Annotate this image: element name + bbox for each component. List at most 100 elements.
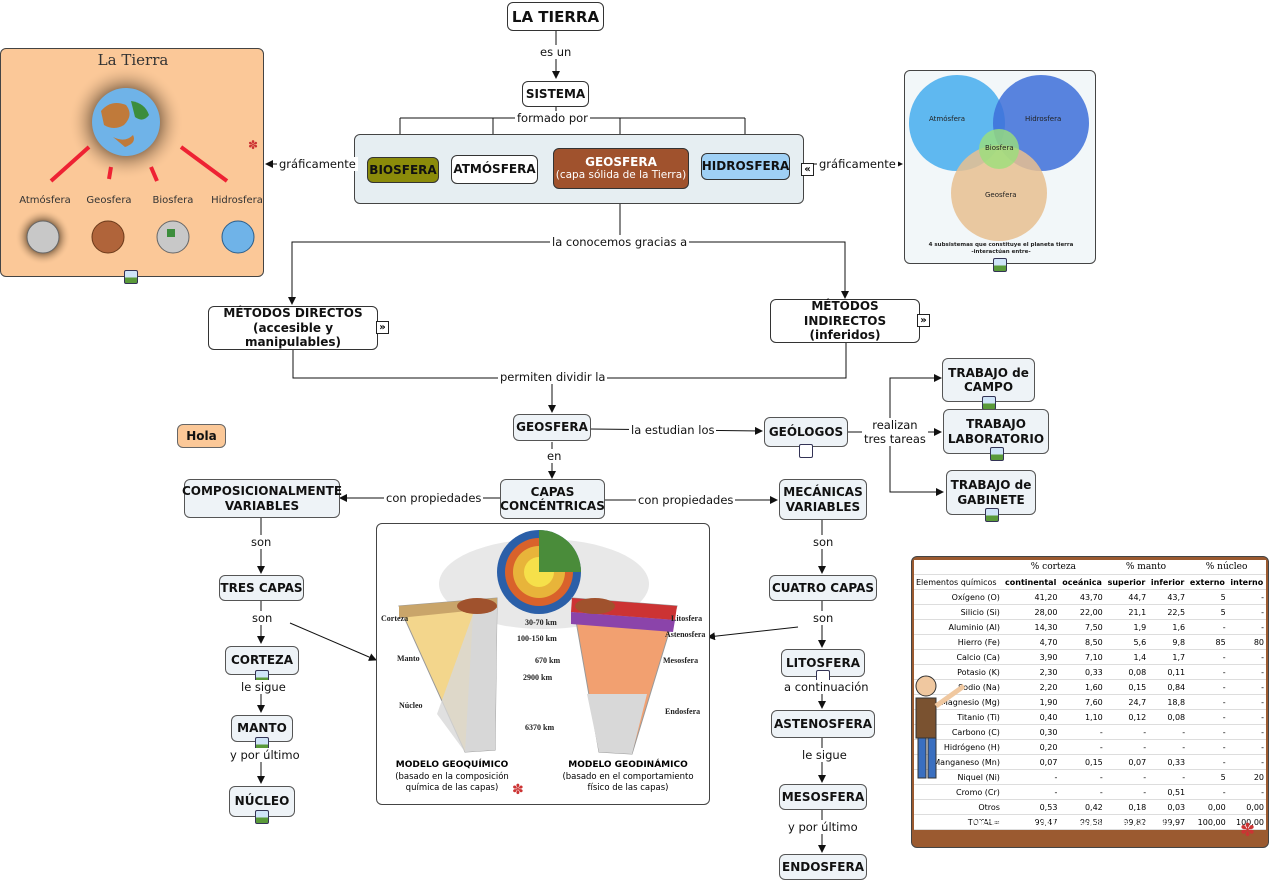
value-cell: -	[1059, 769, 1105, 785]
node-trabajo-campo[interactable]: TRABAJO de CAMPO	[942, 358, 1035, 402]
value-cell: -	[1104, 784, 1149, 800]
value-cell: 22,00	[1059, 604, 1105, 620]
value-cell: -	[1148, 769, 1188, 785]
value-cell: 41,20	[1001, 589, 1060, 605]
venn-atmosfera: Atmósfera	[929, 115, 966, 123]
image-resource-icon[interactable]	[990, 447, 1004, 461]
value-cell: 22,5	[1148, 604, 1188, 620]
link-conocemos-gracias-a: la conocemos gracias a	[550, 235, 690, 249]
depth-30-70: 30-70 km	[525, 618, 557, 627]
cartoon-man	[915, 675, 966, 779]
group-manto: % manto	[1104, 560, 1188, 575]
node-corteza[interactable]: CORTEZA	[225, 646, 299, 675]
node-cuatro-capas[interactable]: CUATRO CAPAS	[769, 575, 877, 601]
label-hidrosfera-img: Hidrosfera	[211, 195, 263, 206]
value-cell: 24,7	[1104, 694, 1149, 710]
collapse-icon[interactable]: «	[801, 163, 814, 176]
hierarchy-icon[interactable]	[799, 444, 813, 458]
value-cell: 43,7	[1148, 589, 1188, 605]
value-cell: 0,00	[1227, 799, 1266, 815]
venn-geosfera: Geosfera	[985, 191, 1017, 199]
expand-icon[interactable]: »	[376, 321, 389, 334]
table-subheader: Elementos químicos continental oceánica …	[914, 574, 1266, 590]
node-sistema[interactable]: SISTEMA	[522, 81, 589, 107]
image-resource-icon[interactable]	[993, 258, 1007, 272]
node-composicionalmente-variables[interactable]: COMPOSICIONALMENTE VARIABLES	[182, 479, 342, 518]
node-geosfera[interactable]: GEOSFERA (capa sólida de la Tierra)	[553, 148, 689, 189]
value-cell: -	[1227, 709, 1266, 725]
tierra-image-panel: La Tierra ✽ Atmósfera Geosfera Biosfera …	[0, 48, 264, 277]
group-corteza: % corteza	[1001, 560, 1105, 575]
node-mesosfera[interactable]: MESOSFERA	[779, 784, 867, 810]
value-cell: 0,03	[1148, 799, 1188, 815]
value-cell: -	[1001, 769, 1060, 785]
value-cell: 80	[1227, 634, 1266, 650]
value-cell: -	[1104, 739, 1149, 755]
node-atmosfera[interactable]: ATMÓSFERA	[451, 155, 538, 184]
table-row: Carbono (C)0,30-----	[914, 724, 1266, 740]
value-cell: 0,51	[1148, 784, 1188, 800]
value-cell: -	[1187, 664, 1228, 680]
value-cell: 0,15	[1104, 679, 1149, 695]
venn-diagram	[909, 75, 1089, 241]
label-endosfera: Endosfera	[665, 707, 701, 716]
node-metodos-directos[interactable]: MÉTODOS DIRECTOS (accesible y manipulabl…	[208, 306, 378, 350]
node-biosfera[interactable]: BIOSFERA	[367, 157, 439, 183]
node-tres-capas[interactable]: TRES CAPAS	[219, 575, 304, 601]
value-cell: -	[1227, 694, 1266, 710]
label-geosfera-img: Geosfera	[86, 195, 132, 206]
expand-icon[interactable]: »	[917, 314, 930, 327]
node-metodos-indirectos[interactable]: MÉTODOS INDIRECTOS (inferidos)	[770, 299, 920, 343]
link-y-por-ultimo-1: y por último	[228, 748, 302, 762]
table-group-header: % corteza % manto % núcleo	[914, 560, 1266, 575]
image-resource-icon[interactable]	[985, 508, 999, 522]
node-hidrosfera[interactable]: HIDROSFERA	[701, 153, 790, 180]
value-cell: 100,00	[1187, 814, 1228, 830]
table-row: Cromo (Cr)---0,51--	[914, 784, 1266, 800]
value-cell: 7,50	[1059, 619, 1105, 635]
node-geologos[interactable]: GEÓLOGOS	[764, 417, 848, 447]
value-cell: 85	[1187, 634, 1228, 650]
node-trabajo-gabinete[interactable]: TRABAJO de GABINETE	[946, 470, 1036, 515]
value-cell: 3,90	[1001, 649, 1060, 665]
value-cell: -	[1059, 739, 1105, 755]
node-la-tierra[interactable]: LA TIERRA	[507, 2, 604, 31]
node-mecanicas-variables[interactable]: MECÁNICAS VARIABLES	[779, 479, 867, 520]
value-cell: -	[1001, 784, 1060, 800]
value-cell: 0,20	[1001, 739, 1060, 755]
element-name-cell: Hierro (Fe)	[914, 634, 1002, 650]
label-litosfera: Litosfera	[671, 614, 703, 623]
table-credit: Gracias a Nicolás Velilla de la Universi…	[928, 817, 1171, 829]
modelo-geodinamico-title: MODELO GEODINÁMICO	[568, 760, 688, 770]
node-capas-concentricas[interactable]: CAPAS CONCÉNTRICAS	[500, 479, 605, 519]
depth-6370: 6370 km	[525, 723, 555, 732]
element-name-cell: Silicio (Si)	[914, 604, 1002, 620]
value-cell: 99,47	[1001, 814, 1060, 830]
element-name-cell: TOTAL=	[914, 814, 1002, 830]
node-astenosfera[interactable]: ASTENOSFERA	[771, 710, 875, 738]
image-resource-icon[interactable]	[982, 396, 996, 410]
earth-globe-icon: ✽	[15, 64, 258, 265]
value-cell: -	[1227, 589, 1266, 605]
venn-hidrosfera: Hidrosfera	[1025, 115, 1062, 123]
value-cell: 99,58	[1059, 814, 1105, 830]
value-cell: 0,07	[1104, 754, 1149, 770]
image-resource-icon[interactable]	[255, 810, 269, 824]
link-son-1: son	[249, 535, 274, 549]
element-name-cell: Potasio (K)	[914, 664, 1002, 680]
node-geosfera-2[interactable]: GEOSFERA	[513, 414, 591, 441]
value-cell: 99,97	[1148, 814, 1188, 830]
image-resource-icon[interactable]	[124, 270, 138, 284]
link-en: en	[545, 449, 564, 463]
node-hola[interactable]: Hola	[177, 424, 226, 448]
depth-670: 670 km	[535, 656, 561, 665]
value-cell: 7,60	[1059, 694, 1105, 710]
node-endosfera[interactable]: ENDOSFERA	[779, 854, 867, 880]
value-cell: 4,70	[1001, 634, 1060, 650]
